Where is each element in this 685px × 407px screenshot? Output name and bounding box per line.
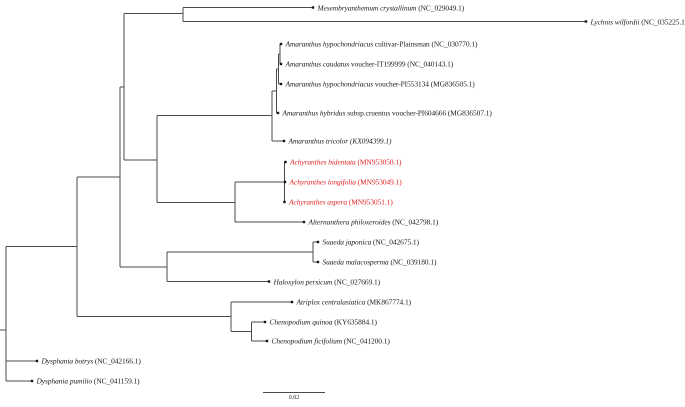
- taxon-label: Amaranthus hybridus subsp.cruentus vouch…: [283, 109, 492, 116]
- taxon-label: Amaranthus hypochondriacus cultivar-Plai…: [286, 40, 478, 47]
- taxon-label: Amaranthus hypochondriacus voucher-PI553…: [286, 80, 475, 87]
- taxon-label: Dysphania pumilio (NC_041159.1): [37, 377, 140, 384]
- taxon-label: Haloxylon persicum (NC_027669.1): [274, 278, 381, 285]
- taxon-accession: (MN953049.1): [355, 177, 402, 187]
- taxon-label: Amaranthus caudatus voucher-IT199999 (NC…: [286, 60, 454, 67]
- taxon-accession: (MN953051.1): [347, 197, 393, 207]
- tip-dot: [279, 82, 283, 86]
- taxon-name: Haloxylon persicum: [273, 276, 333, 286]
- taxon-name: Dysphania pumilio: [36, 376, 93, 386]
- taxon-name: Amaranthus hypochondriacus: [285, 39, 374, 49]
- taxon-accession: (NC_027669.1): [332, 276, 381, 286]
- taxon-label: Suaeda japonica (NC_042675.1): [322, 237, 420, 247]
- taxon-label: Achyranthes aspera (MN953051.1): [289, 198, 393, 205]
- taxon-accession: cultivar-Plainsman (NC_030770.1): [373, 39, 478, 49]
- tip-dot: [302, 220, 306, 224]
- tip-dot: [311, 6, 315, 9]
- taxon-accession: voucher-IT199999 (NC_040143.1): [349, 59, 454, 69]
- taxon-accession: (NC_029049.1): [416, 2, 465, 12]
- taxon-label: Achyranthes bidentata (MN953050.1): [290, 158, 401, 165]
- taxon-name: Suaeda malacosperma: [322, 257, 389, 267]
- taxon-accession: (MN953050.1): [355, 157, 402, 167]
- taxon-name: Alternanthera philoxeroides: [308, 217, 391, 227]
- tip-dot: [279, 42, 283, 46]
- taxon-name: Achyranthes bidentata: [290, 157, 356, 167]
- tip-dot: [283, 180, 287, 184]
- tip-dot: [282, 139, 286, 143]
- taxon-accession: (NC_041200.1): [342, 336, 390, 346]
- taxon-name: Suaeda japonica: [322, 237, 372, 247]
- taxon-name: Achyranthes aspera: [289, 197, 348, 207]
- taxon-name: Chenopodium quinoa: [269, 317, 333, 327]
- tip-dot: [290, 300, 294, 304]
- taxon-name: Dysphania botrys: [41, 356, 94, 366]
- tip-dot: [276, 111, 280, 115]
- taxon-name: Amaranthus caudatus: [285, 59, 350, 69]
- taxon-label: Chenopodium quinoa (KY635884.1): [269, 317, 378, 327]
- taxon-accession: (KY635884.1): [332, 317, 377, 327]
- tip-dot: [316, 240, 320, 244]
- tip-dot: [279, 62, 283, 66]
- tip-dot: [265, 339, 269, 343]
- scale-bar-label: 0.02: [288, 395, 300, 401]
- taxon-accession: voucher-PI553134 (MG836505.1): [373, 79, 475, 89]
- tip-dot: [316, 260, 320, 264]
- tip-dot: [584, 20, 588, 23]
- tip-dot: [267, 280, 271, 283]
- taxon-name: Lychnis wilfordii: [590, 16, 640, 26]
- taxon-label: Amaranthus tricolor (KX094399.1): [289, 137, 392, 144]
- taxon-accession: (NC_039180.1): [388, 257, 437, 267]
- tip-dot: [35, 359, 39, 363]
- tip-dot: [284, 160, 287, 164]
- taxon-accession: subsp.cruentus voucher-PI604666 (MG83650…: [345, 108, 492, 118]
- taxon-label: Dysphania botrys (NC_042166.1): [42, 357, 141, 364]
- taxon-name: Achyranthes longifolia: [289, 177, 356, 187]
- tip-dot: [283, 200, 286, 204]
- taxon-name: Amaranthus hybridus: [282, 108, 346, 118]
- taxon-label: Lychnis wilfordii (NC_035225.1): [591, 18, 685, 25]
- taxon-label: Suaeda malacosperma (NC_039180.1): [323, 258, 437, 265]
- taxon-name: Amaranthus hypochondriacus: [285, 79, 374, 89]
- taxon-accession: (NC_042675.1): [371, 237, 419, 247]
- taxon-label: Atriplex centralasiatica (MK867774.1): [297, 298, 412, 305]
- taxon-name: Atriplex centralasiatica: [296, 297, 366, 307]
- taxon-accession: (KX094399.1): [348, 136, 392, 146]
- tip-dot: [30, 379, 34, 383]
- taxon-name: Chenopodium ficifolium: [271, 336, 343, 346]
- taxon-accession: (MK867774.1): [365, 297, 412, 307]
- taxon-accession: (NC_042798.1): [390, 217, 439, 227]
- taxon-accession: (NC_035225.1): [639, 16, 685, 26]
- taxon-accession: (NC_042166.1): [93, 356, 141, 366]
- taxon-name: Amaranthus tricolor: [288, 136, 349, 146]
- taxon-label: Chenopodium ficifolium (NC_041200.1): [272, 337, 390, 344]
- taxon-label: Alternanthera philoxeroides (NC_042798.1…: [309, 218, 439, 225]
- taxon-label: Mesembryanthemum crystallinum (NC_029049…: [318, 4, 465, 11]
- taxon-name: Mesembryanthemum crystallinum: [317, 2, 417, 12]
- taxon-accession: (NC_041159.1): [92, 376, 140, 386]
- tip-dot: [263, 320, 267, 324]
- taxon-label: Achyranthes longifolia (MN953049.1): [290, 178, 402, 185]
